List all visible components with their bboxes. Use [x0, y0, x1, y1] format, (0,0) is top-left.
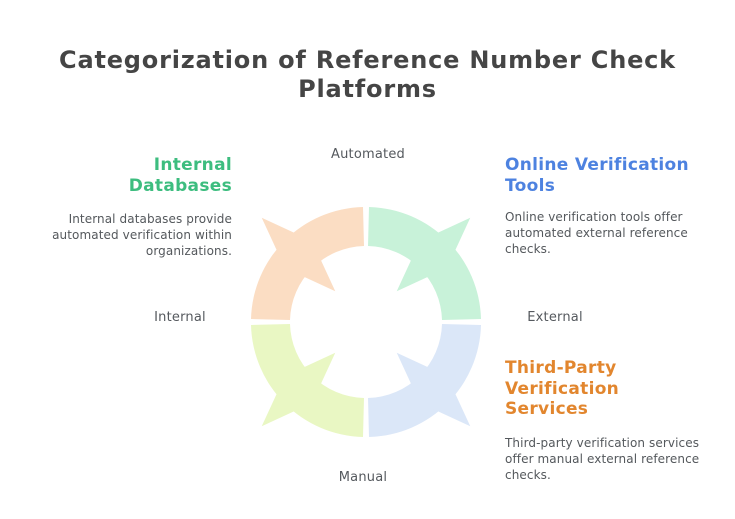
- quadrant-block-internal-databases: Internal Databases Internal databases pr…: [30, 155, 232, 260]
- heading-online-verification-tools: Online Verification Tools: [505, 155, 689, 196]
- arrowhead-star-top-left-icon: [261, 217, 336, 292]
- description-internal-databases: Internal databases provide automated ver…: [52, 212, 232, 259]
- arrowhead-star-bottom-right-icon: [396, 352, 471, 427]
- axis-label-manual: Manual: [338, 470, 388, 485]
- axis-label-internal: Internal: [154, 310, 206, 325]
- description-third-party-verification-services: Third-party verification services offer …: [505, 436, 700, 483]
- axis-label-external: External: [527, 310, 583, 325]
- cycle-diagram: [251, 207, 481, 437]
- heading-third-party-verification-services: Third-Party Verification Services: [505, 358, 620, 420]
- description-online-verification-tools: Online verification tools offer automate…: [505, 210, 688, 257]
- axis-label-automated: Automated: [331, 147, 405, 162]
- quadrant-block-online-verification-tools: Online Verification Tools Online verific…: [505, 155, 715, 258]
- arrowhead-star-bottom-left-icon: [261, 352, 336, 427]
- arrowhead-star-top-right-icon: [396, 217, 471, 292]
- page-title: Categorization of Reference Number Check…: [59, 46, 676, 104]
- heading-internal-databases: Internal Databases: [128, 155, 232, 196]
- quadrant-block-third-party-verification-services: Third-Party Verification Services Third-…: [505, 358, 715, 484]
